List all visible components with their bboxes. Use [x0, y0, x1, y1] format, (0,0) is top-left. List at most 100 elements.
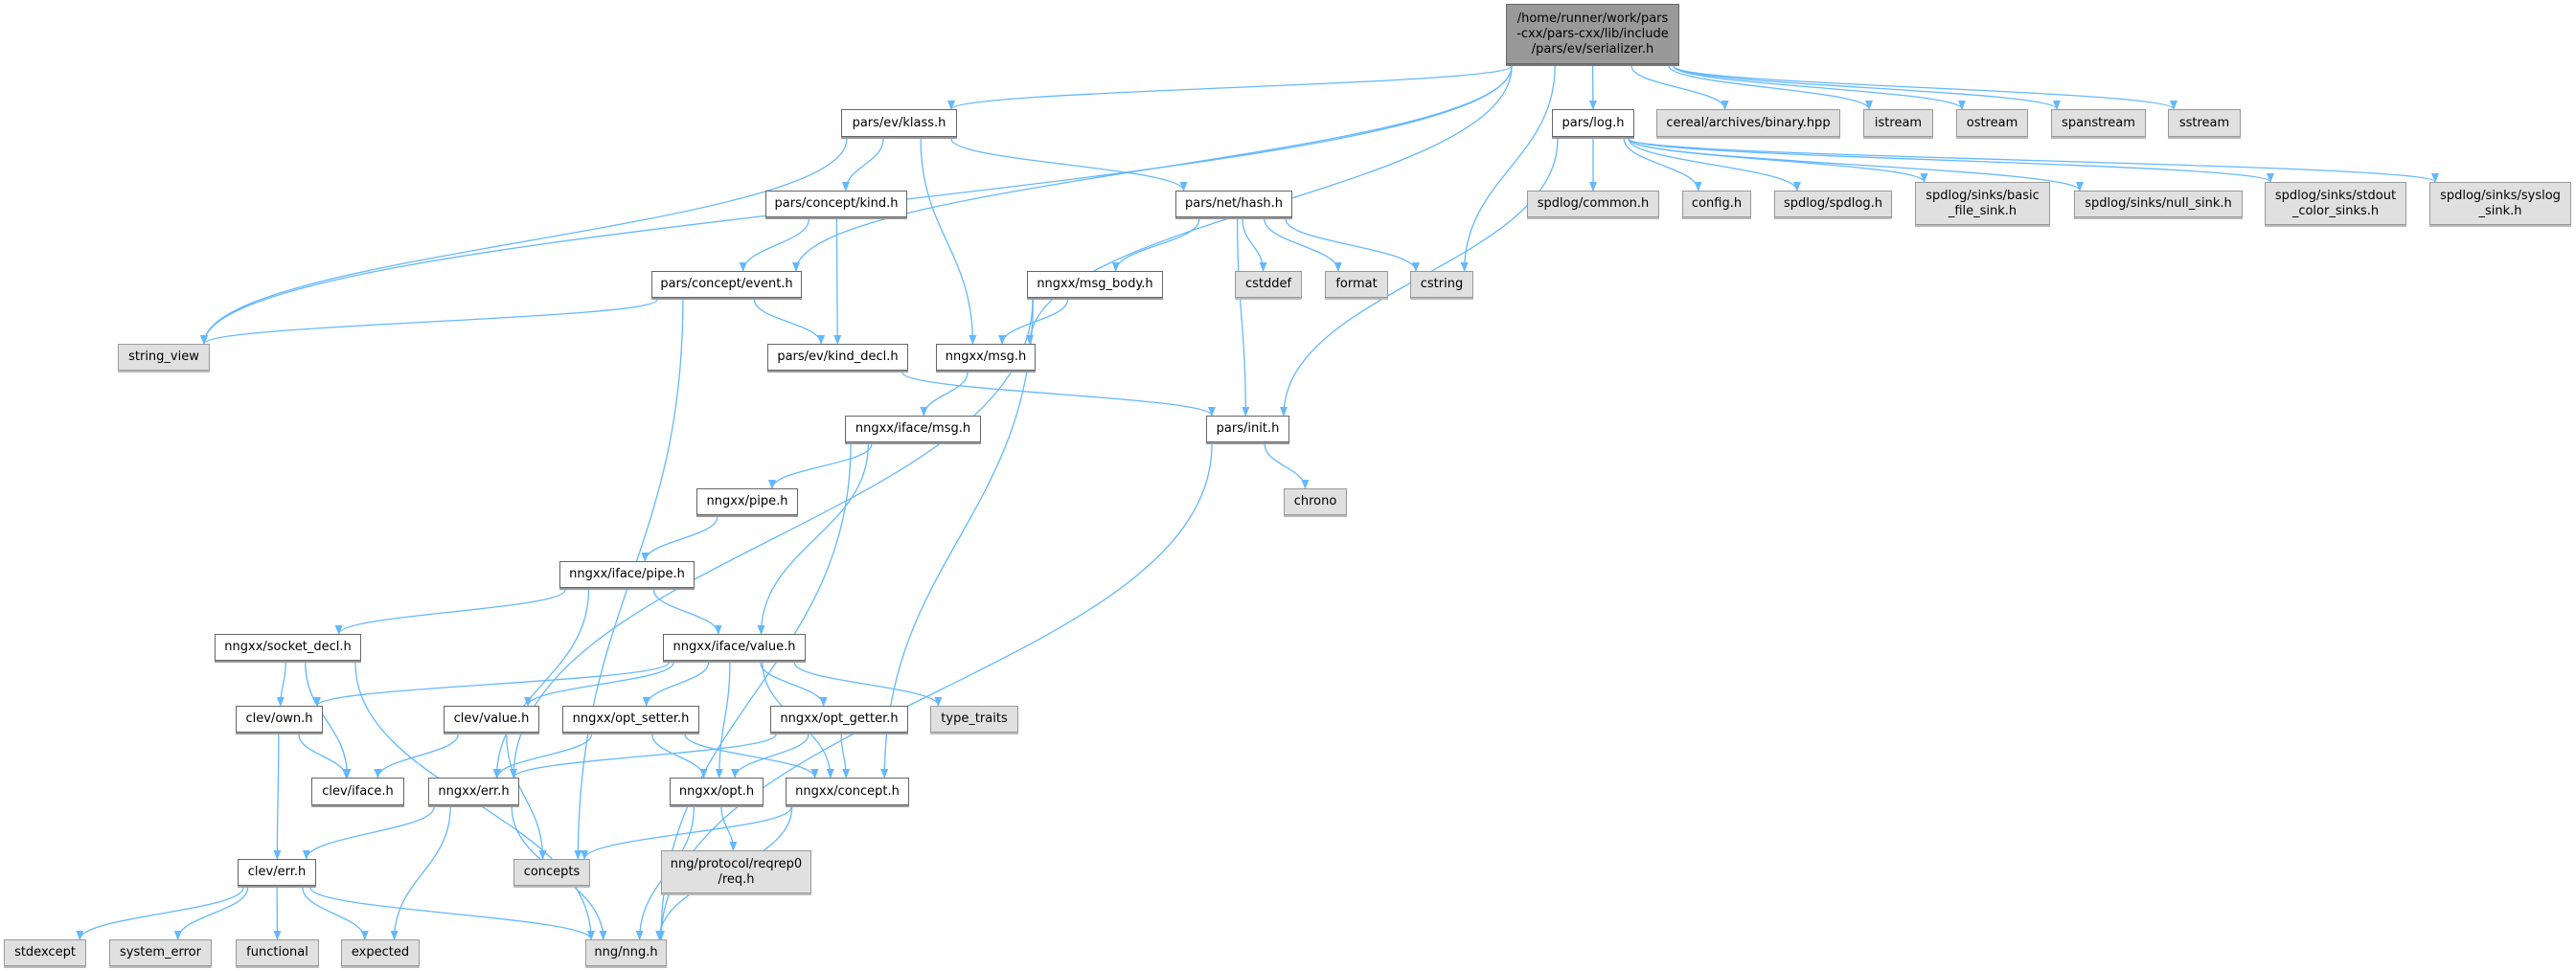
node-cstddef: cstddef	[1235, 271, 1302, 298]
edge-ifacevalue-to-typetraits	[793, 662, 943, 707]
node-log[interactable]: pars/log.h	[1552, 109, 1634, 137]
edge-cleverr-to-syserr	[173, 887, 249, 940]
edge-clevvalue-to-iface	[374, 734, 459, 779]
edge-ifacevalue-to-own	[313, 662, 670, 707]
edge-optgetter-to-concept	[840, 734, 851, 779]
edge-clevvalue-to-concepts	[506, 734, 547, 860]
edge-cleverr-to-expected	[302, 887, 369, 940]
edge-ifacemsg-to-pipe	[767, 443, 873, 489]
node-init[interactable]: pars/init.h	[1206, 416, 1289, 442]
node-kinddecl[interactable]: pars/ev/kind_decl.h	[767, 344, 908, 371]
edge-optsetter-to-concept	[684, 734, 819, 779]
node-basic: spdlog/sinks/basic _file_sink.h	[1915, 182, 2050, 225]
node-clevvalue[interactable]: clev/value.h	[444, 706, 539, 733]
edge-own-to-cleverr	[273, 734, 282, 860]
node-opt[interactable]: nngxx/opt.h	[670, 778, 764, 805]
edge-optgetter-to-err	[510, 734, 777, 779]
node-hash[interactable]: pars/net/hash.h	[1175, 191, 1292, 217]
edge-optsetter-to-err	[493, 734, 593, 779]
node-socketdecl[interactable]: nngxx/socket_decl.h	[215, 634, 361, 661]
node-stdexcept: stdexcept	[4, 939, 86, 966]
edge-log-to-syslog	[1628, 138, 2439, 183]
node-ifacemsg[interactable]: nngxx/iface/msg.h	[845, 416, 981, 442]
edge-root-to-event	[792, 65, 1513, 272]
node-config: config.h	[1682, 191, 1751, 217]
node-optgetter[interactable]: nngxx/opt_getter.h	[770, 706, 908, 733]
edge-cleverr-to-nng	[309, 887, 595, 940]
edge-root-to-ostream	[1673, 65, 1966, 110]
node-typetraits: type_traits	[930, 706, 1018, 733]
node-spdcommon: spdlog/common.h	[1527, 191, 1659, 217]
edge-init-to-chrono	[1264, 443, 1310, 489]
edge-klass-to-kind	[841, 138, 884, 192]
edge-hash-to-cstring	[1285, 218, 1420, 272]
node-nullsink: spdlog/sinks/null_sink.h	[2074, 191, 2243, 217]
node-err[interactable]: nngxx/err.h	[428, 778, 519, 805]
node-concept[interactable]: nngxx/concept.h	[786, 778, 909, 805]
edge-root-to-klass	[947, 65, 1513, 110]
edge-hash-to-msgbody	[1111, 218, 1200, 272]
edge-ifacevalue-to-optsetter	[642, 662, 710, 707]
node-root: /home/runner/work/pars -cxx/pars-cxx/lib…	[1506, 4, 1679, 64]
node-functional: functional	[236, 939, 319, 966]
edge-root-to-cstring	[1460, 65, 1556, 272]
node-own[interactable]: clev/own.h	[236, 706, 323, 733]
node-format: format	[1325, 271, 1388, 298]
node-syslog: spdlog/sinks/syslog _sink.h	[2429, 182, 2571, 225]
edge-kind-to-kinddecl	[833, 218, 842, 345]
node-syserr: system_error	[109, 939, 212, 966]
edge-socketdecl-to-own	[276, 662, 286, 707]
node-optsetter[interactable]: nngxx/opt_setter.h	[562, 706, 699, 733]
edge-ifacemsg-to-ifacevalue	[757, 443, 870, 635]
edge-log-to-nullsink	[1628, 138, 2084, 192]
edge-optgetter-to-opt	[731, 734, 809, 779]
edge-msgbody-to-msg	[998, 299, 1069, 345]
node-cleverr[interactable]: clev/err.h	[238, 859, 316, 886]
node-stringview: string_view	[118, 344, 210, 371]
edge-hash-to-cstddef	[1242, 218, 1267, 272]
edge-ifacevalue-to-optgetter	[760, 662, 828, 707]
node-klass[interactable]: pars/ev/klass.h	[841, 109, 957, 137]
node-stdout: spdlog/sinks/stdout _color_sinks.h	[2265, 182, 2406, 225]
edge-klass-to-stringview	[200, 138, 848, 345]
node-spdlog: spdlog/spdlog.h	[1774, 191, 1892, 217]
edge-log-to-basic	[1628, 138, 1928, 183]
edge-root-to-sstream	[1673, 65, 2177, 110]
node-concepts: concepts	[513, 859, 590, 886]
edge-ifacepipe-to-ifacevalue	[652, 589, 722, 635]
edge-event-to-kinddecl	[753, 299, 826, 345]
edge-ifacevalue-to-opt	[715, 662, 731, 779]
edge-concept-to-concepts	[581, 806, 792, 860]
edge-log-to-config	[1623, 138, 1702, 192]
edge-root-to-spanstream	[1673, 65, 2061, 110]
edge-pipe-to-ifacepipe	[641, 516, 718, 562]
node-chrono: chrono	[1284, 488, 1347, 515]
edge-event-to-stringview	[200, 299, 658, 345]
edge-optsetter-to-opt	[651, 734, 708, 779]
node-iface[interactable]: clev/iface.h	[311, 778, 404, 805]
edge-klass-to-hash	[950, 138, 1188, 192]
edge-msgbody-to-err	[510, 299, 1034, 779]
node-ifacepipe[interactable]: nngxx/iface/pipe.h	[559, 561, 695, 588]
edge-klass-to-msg	[920, 138, 977, 345]
edge-ifacepipe-to-err	[492, 589, 590, 779]
edge-hash-to-init	[1236, 218, 1250, 417]
edge-ifacevalue-to-clevvalue	[524, 662, 674, 707]
node-pipe[interactable]: nngxx/pipe.h	[696, 488, 798, 515]
edge-socketdecl-to-iface	[305, 662, 352, 779]
node-kind[interactable]: pars/concept/kind.h	[765, 191, 907, 217]
edge-own-to-iface	[298, 734, 351, 779]
edge-ifacepipe-to-socketdecl	[334, 589, 566, 635]
node-msgbody[interactable]: nngxx/msg_body.h	[1027, 271, 1163, 298]
node-ifacevalue[interactable]: nngxx/iface/value.h	[663, 634, 806, 661]
node-msg[interactable]: nngxx/msg.h	[936, 344, 1036, 371]
edge-root-to-istream	[1668, 65, 1873, 110]
edge-log-to-spdlog	[1628, 138, 1801, 192]
edge-msg-to-ifacemsg	[920, 372, 969, 417]
edge-msgbody-to-concept	[880, 299, 1035, 779]
edge-root-to-cereal	[1630, 65, 1729, 110]
node-event[interactable]: pars/concept/event.h	[651, 271, 802, 298]
edge-cleverr-to-stdexcept	[76, 887, 244, 940]
edge-hash-to-format	[1264, 218, 1342, 272]
